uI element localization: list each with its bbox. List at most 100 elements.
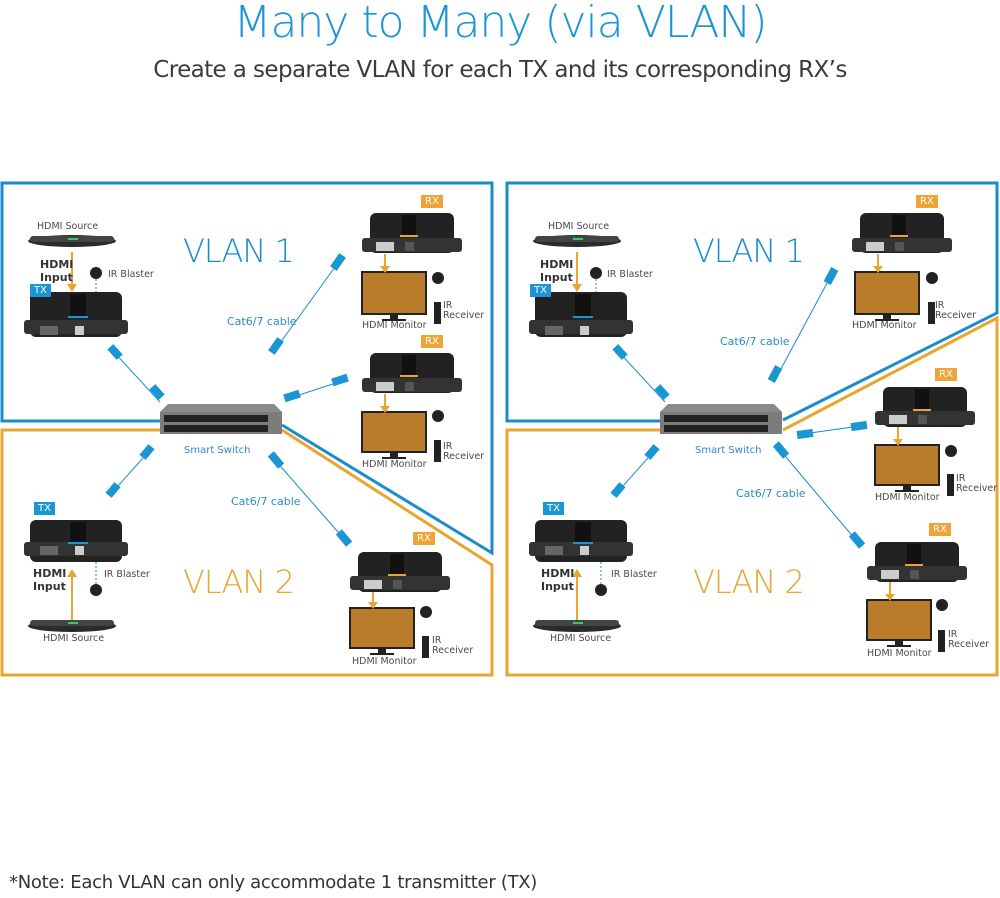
ir-receiver-line1: IR <box>432 635 442 646</box>
tx-tag-1: TX <box>530 284 551 297</box>
ir-receiver-line2: Receiver <box>443 451 485 462</box>
ir-blaster-label-2: IR Blaster <box>104 569 150 580</box>
cable-label-1: Cat6/7 cable <box>720 335 790 348</box>
ir-receiver-line2: Receiver <box>948 639 990 650</box>
hdmi-source-label-2: HDMI Source <box>550 633 612 644</box>
cable-tx1 <box>111 349 161 403</box>
rx-tag-1: RX <box>916 195 938 208</box>
hdmi-monitor-3 <box>349 607 415 655</box>
tx-unit-1 <box>529 292 633 337</box>
hdmi-input-line2: Input <box>33 580 66 593</box>
ir-blaster-icon-1 <box>590 267 602 292</box>
tx-unit-1 <box>24 292 128 337</box>
ir-blaster-label-2: IR Blaster <box>611 569 657 580</box>
ir-receiver-line1: IR <box>956 473 966 484</box>
hdmi-input-line2: Input <box>541 580 574 593</box>
page-subtitle: Create a separate VLAN for each TX and i… <box>153 57 847 83</box>
hdmi-monitor-1 <box>361 271 427 321</box>
hdmi-monitor-2 <box>361 411 427 459</box>
hdmi-monitor-1 <box>854 271 920 321</box>
hdmi-monitor-label-1: HDMI Monitor <box>362 320 427 331</box>
ir-receiver-icon-1 <box>928 302 935 324</box>
rx-tag-3: RX <box>929 523 951 536</box>
vlan1-boundary <box>505 181 999 423</box>
ir-blaster-icon-1 <box>90 267 102 292</box>
rx-tag-1: RX <box>421 195 443 208</box>
ir-eye-icon-3 <box>936 599 948 611</box>
vlan2-label-left: VLAN 2 <box>183 563 295 601</box>
tx-tag-2: TX <box>543 502 564 515</box>
cable-label-1: Cat6/7 cable <box>227 315 297 328</box>
ir-receiver-line1: IR <box>443 300 453 311</box>
ir-receiver-line1: IR <box>935 300 945 311</box>
tx-tag-2: TX <box>34 502 55 515</box>
ir-receiver-line2: Receiver <box>432 645 474 656</box>
cable-rx3 <box>274 459 346 541</box>
diagram-canvas-right <box>505 181 999 677</box>
cable-label-2: Cat6/7 cable <box>736 487 806 500</box>
rx-unit-3 <box>350 552 450 592</box>
ir-blaster-icon-2 <box>595 562 607 596</box>
footer-note: *Note: Each VLAN can only accommodate 1 … <box>9 872 538 893</box>
ir-receiver-icon-2 <box>947 474 954 496</box>
ir-eye-icon-2 <box>432 410 444 422</box>
hdmi-monitor-label-3: HDMI Monitor <box>867 648 932 659</box>
rx-unit-2 <box>875 387 975 427</box>
ir-receiver-line2: Receiver <box>935 310 977 321</box>
hdmi-monitor-label-3: HDMI Monitor <box>352 656 417 667</box>
vlan2-boundary <box>0 428 494 677</box>
hdmi-source-label-1: HDMI Source <box>548 221 610 232</box>
hdmi-monitor-2 <box>874 444 940 492</box>
diagram-canvas-left <box>0 181 494 677</box>
smart-switch-device <box>660 404 782 434</box>
ir-receiver-icon-3 <box>422 636 429 658</box>
hdmi-monitor-label-2: HDMI Monitor <box>875 492 940 503</box>
hdmi-input-line1: HDMI <box>541 567 575 580</box>
rx-unit-1 <box>362 213 462 253</box>
hdmi-monitor-3 <box>866 599 932 647</box>
ir-blaster-label-1: IR Blaster <box>607 269 653 280</box>
smart-switch-device <box>160 404 282 434</box>
rx-unit-1 <box>852 213 952 253</box>
rx-tag-2: RX <box>421 335 443 348</box>
ir-receiver-icon-3 <box>938 630 945 652</box>
rx-unit-3 <box>867 542 967 582</box>
ir-blaster-label-1: IR Blaster <box>108 269 154 280</box>
hdmi-monitor-label-2: HDMI Monitor <box>362 459 427 470</box>
ir-blaster-icon-2 <box>90 562 102 596</box>
hdmi-input-line2: Input <box>540 271 573 284</box>
ir-receiver-line1: IR <box>443 441 453 452</box>
ir-receiver-icon-2 <box>434 440 441 462</box>
hdmi-input-line1: HDMI <box>540 258 574 271</box>
hdmi-source-label-1: HDMI Source <box>37 221 99 232</box>
vlan2-boundary <box>505 315 999 677</box>
hdmi-input-line1: HDMI <box>40 258 74 271</box>
hdmi-input-line1: HDMI <box>33 567 67 580</box>
cable-label-2: Cat6/7 cable <box>231 495 301 508</box>
hdmi-source-device-2 <box>533 620 621 632</box>
rx-tag-3: RX <box>413 532 435 545</box>
tx-tag-1: TX <box>30 284 51 297</box>
rx-unit-2 <box>362 353 462 393</box>
hdmi-source-device-1 <box>28 235 116 247</box>
hdmi-source-device-1 <box>533 235 621 247</box>
hdmi-source-label-2: HDMI Source <box>43 633 105 644</box>
switch-label-right: Smart Switch <box>695 445 762 456</box>
hdmi-input-line2: Input <box>40 271 73 284</box>
vlan1-label-right: VLAN 1 <box>693 232 805 270</box>
hdmi-source-device-2 <box>28 620 116 632</box>
hdmi-monitor-label-1: HDMI Monitor <box>852 320 917 331</box>
tx-unit-2 <box>24 520 128 562</box>
ir-receiver-line2: Receiver <box>956 483 998 494</box>
ir-receiver-icon-1 <box>434 302 441 324</box>
ir-receiver-line1: IR <box>948 629 958 640</box>
